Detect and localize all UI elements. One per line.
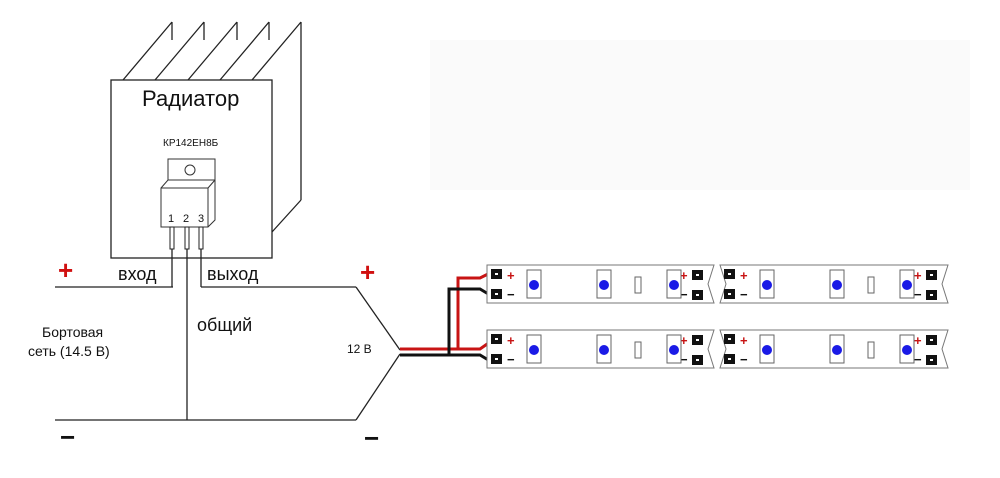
pin-1-label: 1 bbox=[168, 213, 175, 225]
led-icon bbox=[669, 345, 679, 355]
solder-pad-dot bbox=[930, 294, 933, 296]
source-label-line2: сеть (14.5 В) bbox=[28, 343, 110, 359]
pad-plus-sign: + bbox=[914, 268, 922, 283]
led-icon bbox=[902, 280, 912, 290]
pad-minus-sign: − bbox=[914, 352, 922, 367]
pad-minus-sign: − bbox=[680, 287, 688, 302]
pin-3-label: 3 bbox=[198, 213, 205, 225]
resistor-icon bbox=[867, 276, 875, 294]
resistor-icon bbox=[867, 341, 875, 359]
background-patch bbox=[430, 40, 970, 190]
solder-pad-dot bbox=[696, 274, 699, 276]
solder-pad-dot bbox=[728, 358, 731, 360]
output-label: выход bbox=[207, 264, 259, 284]
led-icon bbox=[599, 280, 609, 290]
led-icon bbox=[529, 280, 539, 290]
pad-minus-sign: − bbox=[740, 287, 748, 302]
radiator-fins bbox=[122, 21, 302, 233]
led-icon bbox=[762, 280, 772, 290]
source-label-line1: Бортовая bbox=[42, 324, 104, 340]
pad-minus-sign: − bbox=[507, 287, 515, 302]
output-plus-sign: + bbox=[360, 257, 376, 287]
led-icon bbox=[832, 280, 842, 290]
solder-pad-dot bbox=[930, 339, 933, 341]
solder-pad-dot bbox=[930, 359, 933, 361]
solder-pad-dot bbox=[696, 359, 699, 361]
output-voltage-label: 12 В bbox=[347, 342, 372, 356]
pad-plus-sign: + bbox=[740, 333, 748, 348]
input-label: вход bbox=[118, 264, 157, 284]
radiator-label: Радиатор bbox=[142, 86, 240, 111]
pad-plus-sign: + bbox=[507, 333, 515, 348]
led-icon bbox=[529, 345, 539, 355]
solder-pad-dot bbox=[930, 274, 933, 276]
regulator-package bbox=[160, 158, 216, 228]
circuit-wires bbox=[55, 249, 401, 421]
led-icon bbox=[762, 345, 772, 355]
pad-plus-sign: + bbox=[680, 333, 688, 348]
pad-plus-sign: + bbox=[740, 268, 748, 283]
pad-plus-sign: + bbox=[680, 268, 688, 283]
output-minus-sign: − bbox=[364, 423, 380, 453]
solder-pad-dot bbox=[495, 293, 498, 295]
strip-cables bbox=[400, 271, 491, 363]
solder-pad-dot bbox=[696, 339, 699, 341]
led-icon bbox=[599, 345, 609, 355]
solder-pad-dot bbox=[495, 338, 498, 340]
pin-2-label: 2 bbox=[183, 213, 190, 225]
pad-minus-sign: − bbox=[507, 352, 515, 367]
pad-plus-sign: + bbox=[914, 333, 922, 348]
pad-minus-sign: − bbox=[914, 287, 922, 302]
solder-pad-dot bbox=[495, 358, 498, 360]
pad-plus-sign: + bbox=[507, 268, 515, 283]
solder-pad-dot bbox=[495, 273, 498, 275]
pad-minus-sign: − bbox=[740, 352, 748, 367]
mounting-hole-icon bbox=[184, 164, 196, 176]
led-strips: + − + − + − + − + − + − + − + − bbox=[486, 264, 949, 369]
regulator-part-number: КР142ЕН8Б bbox=[163, 138, 219, 149]
led-icon bbox=[902, 345, 912, 355]
resistor-icon bbox=[634, 341, 642, 359]
common-label: общий bbox=[197, 315, 253, 335]
pad-minus-sign: − bbox=[680, 352, 688, 367]
solder-pad-dot bbox=[728, 293, 731, 295]
resistor-icon bbox=[634, 276, 642, 294]
led-icon bbox=[832, 345, 842, 355]
solder-pad-dot bbox=[728, 338, 731, 340]
solder-pad-dot bbox=[696, 294, 699, 296]
source-minus-sign: − bbox=[60, 422, 76, 452]
source-plus-sign: + bbox=[58, 255, 74, 285]
led-icon bbox=[669, 280, 679, 290]
solder-pad-dot bbox=[728, 273, 731, 275]
